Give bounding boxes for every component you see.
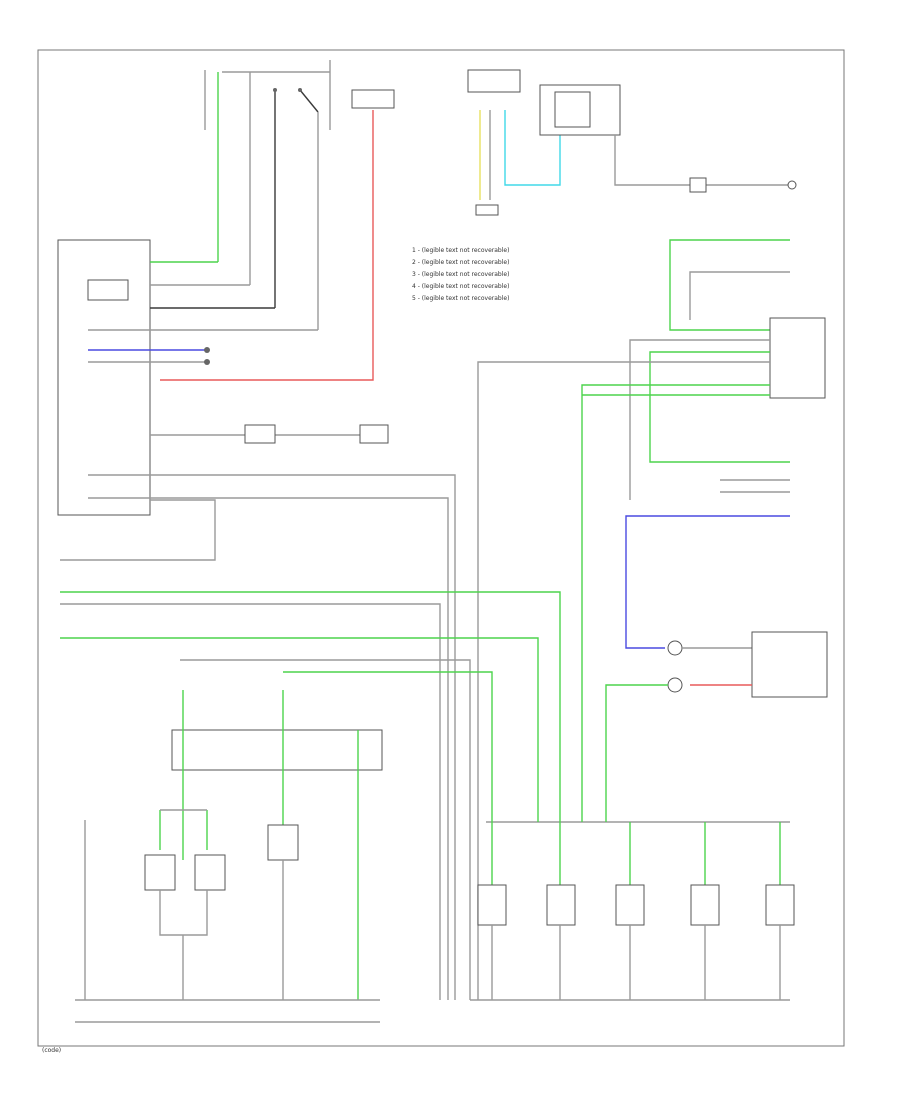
legend-item-5: 5 - (legible text not recoverable)	[412, 295, 509, 302]
legend-item-1: 1 - (legible text not recoverable)	[412, 247, 509, 254]
horizontal-green-wires	[60, 591, 561, 1000]
top-left-switches	[204, 60, 331, 330]
top-right-component	[539, 84, 797, 193]
legend: 1 - (legible text not recoverable) 2 - (…	[412, 247, 509, 302]
footer-code: (code)	[42, 1047, 61, 1054]
legend-item-3: 3 - (legible text not recoverable)	[412, 271, 509, 278]
combination-meter	[57, 239, 456, 1000]
legend-item-4: 4 - (legible text not recoverable)	[412, 283, 509, 290]
lower-left-modules	[75, 690, 383, 1023]
lower-right-modules	[470, 800, 795, 1001]
diagram-frame	[37, 49, 845, 1047]
right-harness	[477, 239, 828, 1000]
red-wire	[160, 110, 374, 381]
top-center-sensor-wires	[467, 69, 561, 216]
legend-item-2: 2 - (legible text not recoverable)	[412, 259, 509, 266]
top-connector-a	[351, 89, 395, 109]
